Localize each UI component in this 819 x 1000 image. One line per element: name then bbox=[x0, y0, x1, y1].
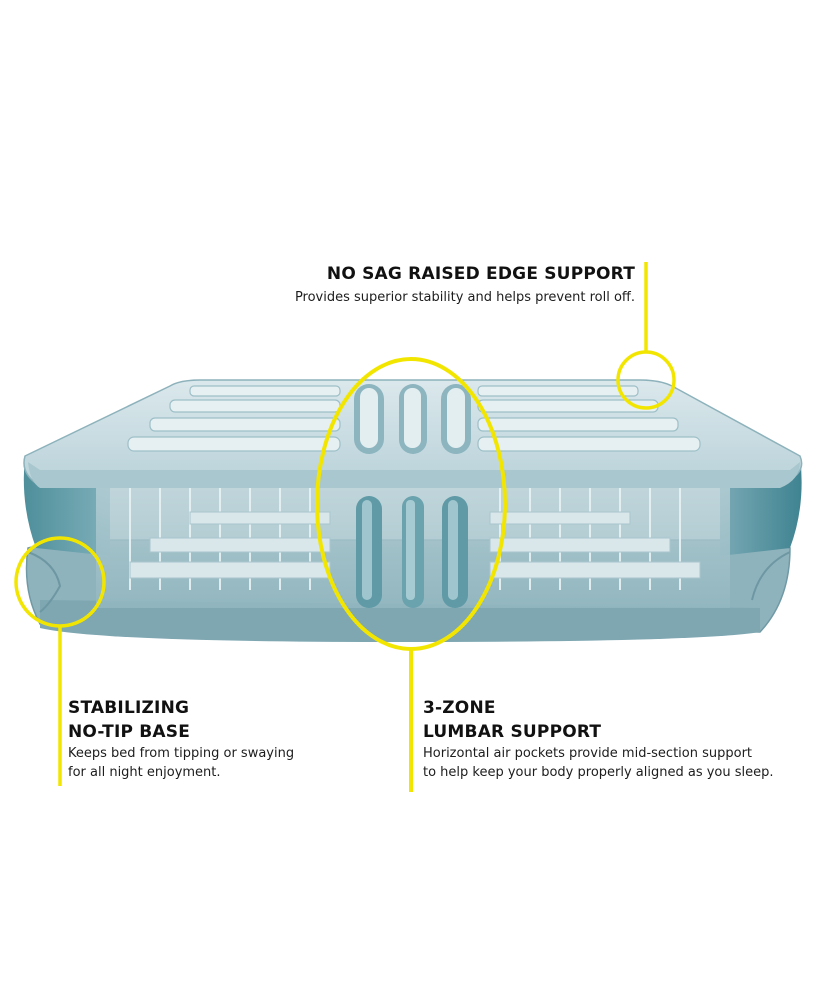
base-corner-right bbox=[751, 551, 791, 601]
mattress-base-front bbox=[40, 600, 760, 642]
callout-title-line-2: NO-TIP BASE bbox=[68, 722, 191, 742]
callout-lumbar-support: 3-ZONE LUMBAR SUPPORT Horizontal air poc… bbox=[423, 696, 774, 782]
callout-edge-support: NO SAG RAISED EDGE SUPPORT Provides supe… bbox=[295, 262, 635, 307]
callout-title: NO SAG RAISED EDGE SUPPORT bbox=[326, 264, 635, 284]
callout-no-tip-base: STABILIZING NO-TIP BASE Keeps bed from t… bbox=[68, 696, 294, 782]
highlight-lumbar bbox=[315, 357, 507, 792]
highlight-base bbox=[14, 536, 106, 786]
callout-title-line-1: 3-ZONE bbox=[423, 698, 496, 718]
callout-description-line-1: Horizontal air pockets provide mid-secti… bbox=[423, 746, 753, 761]
callout-description-line-2: for all night enjoyment. bbox=[68, 765, 221, 780]
lumbar-tubes-upper bbox=[354, 384, 471, 454]
callout-title-line-1: STABILIZING bbox=[68, 698, 190, 718]
callout-description-line-1: Keeps bed from tipping or swaying bbox=[68, 746, 295, 761]
base-corner-left bbox=[27, 551, 62, 613]
callout-title-line-2: LUMBAR SUPPORT bbox=[423, 722, 602, 742]
inner-ribs bbox=[129, 511, 701, 579]
callout-description-line-2: to help keep your body properly aligned … bbox=[423, 765, 774, 780]
callout-description: Provides superior stability and helps pr… bbox=[294, 290, 635, 305]
highlight-edge bbox=[616, 262, 676, 410]
top-coils bbox=[127, 385, 701, 452]
lumbar-tubes-lower bbox=[356, 496, 468, 608]
mattress-top-front-edge bbox=[28, 462, 800, 488]
